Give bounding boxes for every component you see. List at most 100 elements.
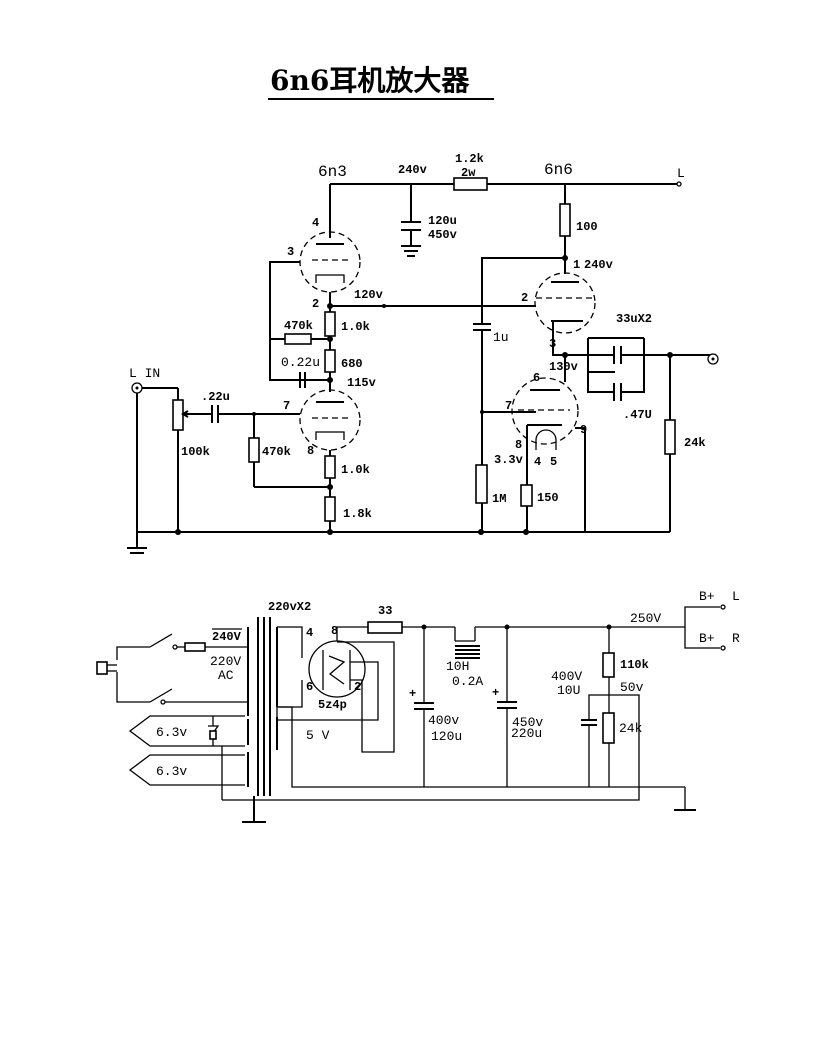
filament-label: 5 V bbox=[306, 728, 330, 743]
choke-coil bbox=[454, 627, 475, 642]
c3-cap: 10U bbox=[557, 683, 580, 698]
switch1-contact bbox=[172, 644, 178, 650]
pin-4: 4 bbox=[312, 216, 319, 230]
psu-250v: 250V bbox=[630, 611, 661, 626]
pin-7: 7 bbox=[283, 399, 290, 413]
pin-7b: 7 bbox=[505, 399, 512, 413]
rect-filament bbox=[328, 655, 346, 685]
node-dot-grid3 bbox=[480, 410, 484, 414]
bplus-l-label: B+ bbox=[699, 589, 715, 604]
bplus-r-label: B+ bbox=[699, 631, 715, 646]
bplus-r-channel: R bbox=[732, 631, 740, 646]
bplus-l-terminal[interactable] bbox=[720, 604, 726, 610]
c1-voltage: 400v bbox=[428, 713, 459, 728]
fuse bbox=[184, 642, 206, 652]
rect-fil-wire-2 bbox=[337, 641, 395, 753]
c3-wire bbox=[588, 694, 609, 720]
pin-5: 5 bbox=[550, 455, 557, 469]
tube1-lower-heater bbox=[315, 431, 345, 440]
node-dot-gnd1 bbox=[175, 529, 181, 535]
node-dot-cathode2 bbox=[327, 484, 333, 490]
rect-pin4: 4 bbox=[306, 626, 313, 640]
filter-cap-value: 120u bbox=[428, 214, 457, 228]
output-cap2-value: .47U bbox=[623, 408, 652, 422]
pin-8b: 8 bbox=[515, 438, 522, 452]
node-dot-coupling bbox=[382, 304, 386, 308]
grid2-voltage: 120v bbox=[354, 288, 383, 302]
tube2-upper-envelope bbox=[534, 272, 596, 334]
drop-resistor-value: 1.2k bbox=[455, 152, 484, 166]
grid-leak-value: 470k bbox=[262, 445, 291, 459]
power-switch-2[interactable] bbox=[149, 688, 173, 703]
node-130v-label: 130v bbox=[549, 360, 578, 374]
plate2-resistor-value: 100 bbox=[576, 220, 598, 234]
node-dot-gnd2 bbox=[327, 529, 333, 535]
cathode-resistor-680-label: 680 bbox=[341, 357, 363, 371]
amplifier-circuit: 240v 1.2k 2w 6n3 6n6 L 120u 450v 4 3 2 1… bbox=[127, 152, 719, 554]
load-resistor bbox=[664, 419, 676, 455]
mains-wire-bot bbox=[116, 672, 150, 703]
c1-cap: 120u bbox=[431, 729, 462, 744]
rect-pin6: 6 bbox=[306, 680, 313, 694]
pin-9: 9 bbox=[580, 423, 587, 437]
r33-label: 33 bbox=[378, 604, 392, 618]
tube1-upper-envelope bbox=[299, 231, 361, 293]
output-jack[interactable] bbox=[707, 353, 719, 365]
tap-220v: 220V bbox=[210, 654, 241, 669]
rect-cathode-out bbox=[336, 626, 368, 641]
cathode-resistor-1k bbox=[324, 311, 336, 337]
power-switch-1[interactable] bbox=[149, 633, 173, 648]
tube1-label: 6n3 bbox=[318, 163, 347, 181]
pot-value: 100k bbox=[181, 445, 210, 459]
tube2-cathode-lead bbox=[552, 321, 566, 382]
heater-winding-2 bbox=[128, 754, 245, 786]
fb-resistor-value: 470k bbox=[284, 319, 313, 333]
output-cap-value: 33uX2 bbox=[616, 312, 652, 326]
tube2-lower-envelope bbox=[511, 377, 579, 445]
c1-plus: + bbox=[409, 687, 416, 701]
c2-plus: + bbox=[492, 686, 499, 700]
plate2-to-couple bbox=[481, 257, 565, 324]
rect-type: 5z4p bbox=[318, 698, 347, 712]
rect-pin8: 8 bbox=[331, 624, 338, 638]
tube2-label: 6n6 bbox=[544, 161, 573, 179]
plate2-resistor bbox=[559, 203, 571, 237]
ac-label: AC bbox=[218, 668, 234, 683]
heater2-label: 6.3v bbox=[156, 764, 187, 779]
bplus-r-terminal[interactable] bbox=[720, 645, 726, 651]
couple-cap-value: 1u bbox=[493, 330, 509, 345]
drop-resistor-power: 2w bbox=[461, 166, 476, 180]
r24-label: 24k bbox=[619, 721, 643, 736]
v50-out bbox=[222, 694, 640, 801]
plate2-voltage: 240v bbox=[584, 258, 613, 272]
mains-wire-top bbox=[116, 646, 150, 660]
cathode2-resistor-1k bbox=[324, 455, 336, 479]
c2-cap: 220u bbox=[511, 726, 542, 741]
r33-resistor bbox=[367, 621, 403, 634]
node-115v-label: 115v bbox=[347, 376, 376, 390]
volume-pot[interactable] bbox=[172, 399, 184, 431]
cathode2-resistor-1k-label: 1.0k bbox=[341, 463, 370, 477]
cathode3-resistor bbox=[520, 484, 533, 507]
grid3-resistor bbox=[475, 464, 488, 504]
mains-plug bbox=[96, 661, 108, 675]
pin9-ground bbox=[575, 427, 586, 532]
node-dot-fb bbox=[327, 336, 333, 342]
grid-leak-resistor bbox=[248, 437, 260, 463]
out-cap2-left bbox=[587, 372, 614, 393]
tap-240v: 240V bbox=[212, 630, 242, 644]
fb-resistor bbox=[284, 333, 312, 345]
node-dot-115v bbox=[327, 377, 333, 383]
cathode-resistor-1k-label: 1.0k bbox=[341, 320, 370, 334]
grid3-resistor-value: 1M bbox=[492, 492, 506, 506]
input-jack-center bbox=[135, 386, 139, 390]
grid3-voltage: 3.3v bbox=[494, 453, 523, 467]
output-terminal-l bbox=[676, 181, 682, 187]
bplus-l-wire bbox=[684, 606, 720, 627]
load-resistor-value: 24k bbox=[684, 436, 706, 450]
tube1-lower-envelope bbox=[299, 389, 361, 451]
v50-label: 50v bbox=[620, 680, 644, 695]
tube2-lower-heater bbox=[535, 429, 557, 450]
pin-6: 6 bbox=[533, 371, 540, 385]
